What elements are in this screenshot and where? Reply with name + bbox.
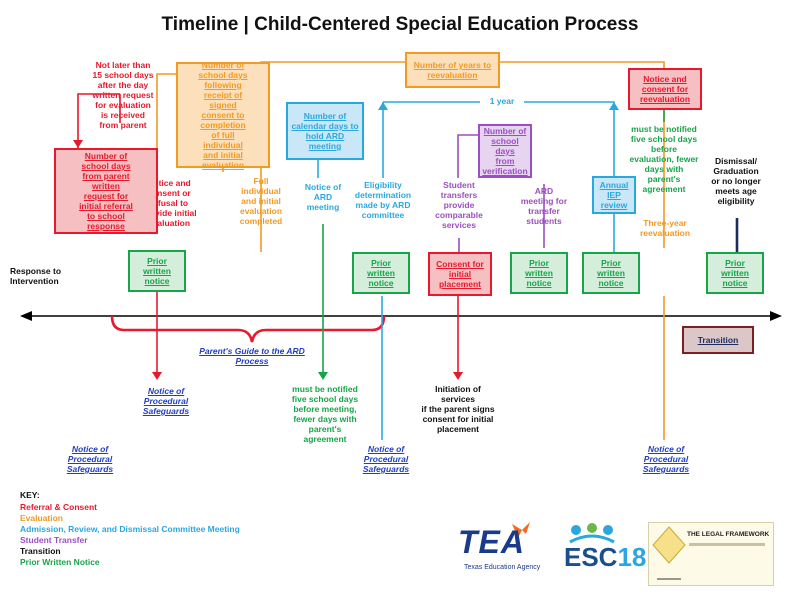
- legal-framework-logo: THE LEGAL FRAMEWORK: [648, 522, 774, 586]
- prior-written-notice-box-2[interactable]: Prior written notice: [352, 252, 410, 294]
- transition-box[interactable]: Transition: [682, 326, 754, 354]
- parents-guide-brace: [110, 315, 386, 343]
- key-item-pwn: Prior Written Notice: [20, 557, 100, 567]
- days-to-ard-box[interactable]: Number of calendar days to hold ARD meet…: [286, 102, 364, 160]
- green-connectors: [322, 110, 665, 378]
- blue-arrow-1: [378, 102, 388, 110]
- ard-transfer-label: ARD meeting for transfer students: [520, 186, 568, 226]
- prior-written-notice-box-4[interactable]: Prior written notice: [582, 252, 640, 294]
- full-eval-completed-label: Full individual and initial evaluation c…: [239, 176, 283, 226]
- esc-logo-text: ESC18: [564, 542, 646, 573]
- key-item-ard: Admission, Review, and Dismissal Committ…: [20, 524, 240, 534]
- page-title: Timeline | Child-Centered Special Educat…: [161, 14, 639, 35]
- procedural-safeguards-link-2[interactable]: Notice of Procedural Safeguards: [66, 444, 114, 474]
- key-item-transfer: Student Transfer: [20, 535, 88, 545]
- initiation-label: Initiation of services if the parent sig…: [421, 384, 495, 434]
- timeline-arrow-right: [770, 311, 782, 321]
- consent-placement-box[interactable]: Consent for initial placement: [428, 252, 492, 296]
- procedural-safeguards-link-4[interactable]: Notice of Procedural Safeguards: [642, 444, 690, 474]
- dismissal-label: Dismissal/ Graduation or no longer meets…: [711, 156, 761, 206]
- key-item-evaluation: Evaluation: [20, 513, 63, 523]
- esc18-logo: ESC18: [560, 522, 646, 582]
- prior-written-notice-box-3[interactable]: Prior written notice: [510, 252, 568, 294]
- key-item-referral: Referral & Consent: [20, 502, 97, 512]
- prior-written-notice-box-5[interactable]: Prior written notice: [706, 252, 764, 294]
- student-transfers-label: Student transfers provide comparable ser…: [435, 180, 483, 230]
- green-arrow-down: [318, 372, 328, 380]
- eligibility-label: Eligibility determination made by ARD co…: [354, 180, 412, 220]
- notice-ard-label: Notice of ARD meeting: [304, 182, 342, 212]
- red-arrow-down: [152, 372, 162, 380]
- tea-logo: TEA Texas Education Agency: [456, 520, 548, 580]
- framework-text: THE LEGAL FRAMEWORK: [687, 531, 770, 538]
- not-later-than-label: Not later than 15 school days after the …: [92, 60, 154, 130]
- procedural-safeguards-link-1[interactable]: Notice of Procedural Safeguards: [142, 386, 190, 416]
- red-arrow-down-2: [453, 372, 463, 380]
- blue-arrow-2: [609, 102, 619, 110]
- days-consent-eval-box[interactable]: Number of school days following receipt …: [176, 60, 270, 170]
- key-heading: KEY:: [20, 490, 40, 500]
- years-reeval-box[interactable]: Number of years to reevaluation: [405, 52, 500, 88]
- tea-logo-caption: Texas Education Agency: [464, 564, 541, 571]
- must-notified-reeval-label: must be notified five school days before…: [629, 124, 699, 194]
- annual-iep-box[interactable]: Annual IEP review: [592, 176, 636, 214]
- esc-number: 18: [617, 542, 647, 572]
- days-referral-box[interactable]: Number of school days from parent writte…: [54, 148, 158, 234]
- red-arrow-up: [73, 140, 83, 148]
- procedural-safeguards-link-3[interactable]: Notice of Procedural Safeguards: [362, 444, 410, 474]
- days-verification-box[interactable]: Number of school days from verification: [478, 124, 532, 178]
- notice-consent-reeval-box[interactable]: Notice and consent for reevaluation: [628, 68, 702, 110]
- tea-logo-text: TEA: [458, 524, 525, 560]
- must-notified-meeting-label: must be notified five school days before…: [291, 384, 359, 444]
- esc-people-icon: [569, 523, 615, 544]
- rti-label: Response to Intervention: [10, 266, 62, 286]
- three-year-label: Three-year reevaluation: [639, 218, 691, 238]
- tea-star-icon: [512, 522, 530, 538]
- prior-written-notice-box-1[interactable]: Prior written notice: [128, 250, 186, 292]
- one-year-label: 1 year: [480, 96, 524, 106]
- timeline-arrow-left: [20, 311, 32, 321]
- framework-subline: [689, 543, 765, 546]
- key-item-transition: Transition: [20, 546, 61, 556]
- purple-connectors: [457, 134, 545, 252]
- parents-guide-link[interactable]: Parent's Guide to the ARD Process: [199, 346, 305, 366]
- esc-text: ESC: [564, 542, 618, 572]
- framework-diamond-icon: [652, 526, 686, 580]
